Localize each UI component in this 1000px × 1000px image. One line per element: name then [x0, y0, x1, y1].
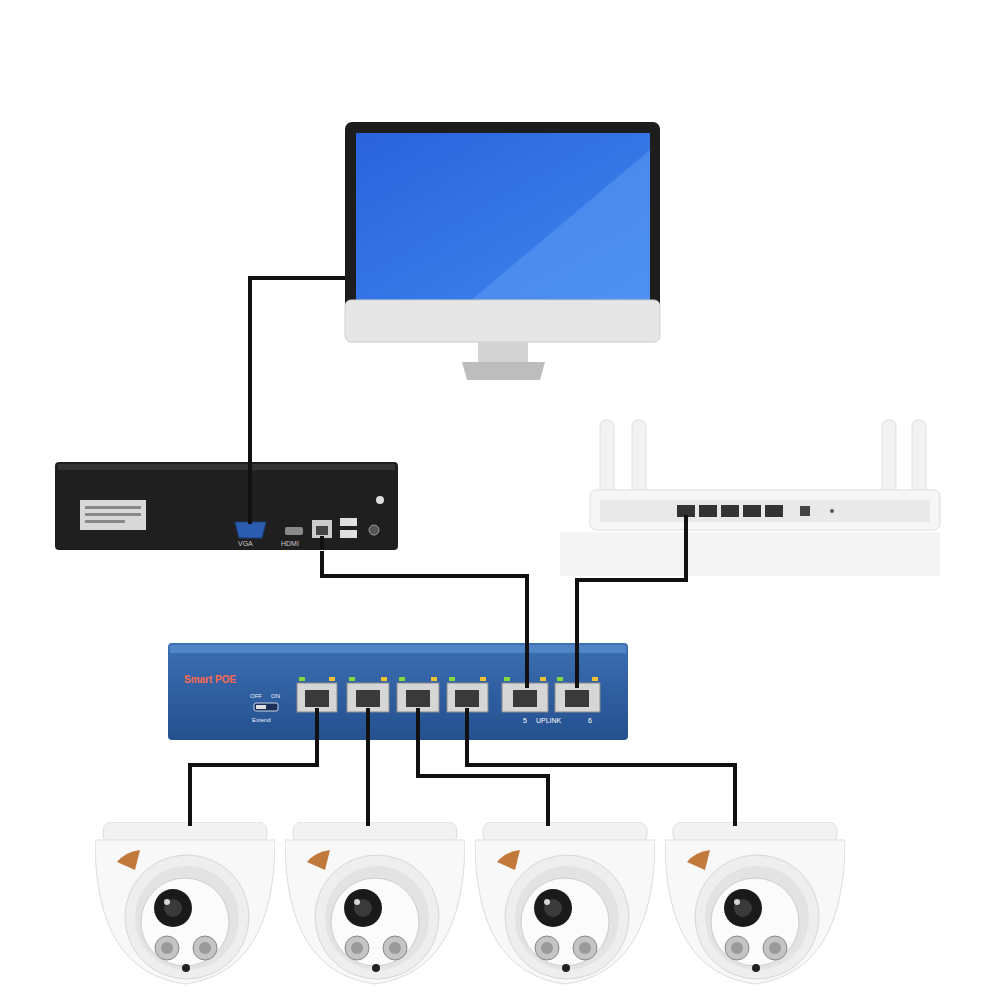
poe-switch-box: Smart POE OFF ON Extend 5 UPLINK 6: [168, 643, 628, 740]
router-shelf: [560, 532, 940, 576]
port-number: 5: [523, 717, 527, 725]
network-cable: [322, 551, 527, 643]
brand-label: Smart POE: [184, 674, 236, 685]
port-socket: [455, 690, 479, 707]
led: [504, 677, 510, 681]
led: [399, 677, 405, 681]
monitor-neck: [478, 342, 528, 364]
usb-port: [340, 530, 357, 538]
monitor: [345, 122, 660, 380]
uplink-cable-stub: [525, 643, 529, 688]
led: [540, 677, 546, 681]
led: [449, 677, 455, 681]
dome-camera: [95, 822, 275, 984]
power-jack: [369, 525, 379, 535]
vga-cable: [250, 278, 345, 524]
switch-body: [168, 643, 628, 740]
nvr-recorder-box: VGA HDMI: [55, 462, 398, 551]
camera-cable: [467, 708, 735, 826]
ground-screw: [376, 496, 384, 504]
port-socket: [565, 690, 589, 707]
hdmi-port: [285, 527, 303, 535]
lan-socket: [316, 526, 328, 535]
camera-cable: [366, 708, 370, 826]
sticker-line: [85, 506, 141, 509]
led: [557, 677, 563, 681]
extend-toggle: [254, 703, 278, 711]
led: [592, 677, 598, 681]
poe-port: [397, 683, 439, 712]
router-cable: [577, 515, 686, 688]
led: [329, 677, 335, 681]
router-port: [743, 505, 761, 517]
led: [480, 677, 486, 681]
port-socket: [356, 690, 380, 707]
cables: [190, 278, 735, 826]
lan-cable-stub: [320, 536, 324, 550]
router-port: [721, 505, 739, 517]
nvr-recorder: [55, 462, 398, 550]
router-body: [590, 490, 940, 530]
port-number: 6: [588, 717, 592, 725]
monitor-base: [462, 362, 545, 380]
vga-port: [235, 522, 266, 538]
dome-camera: [285, 822, 465, 984]
nvr-sticker: [80, 500, 146, 530]
port-label: VGA: [238, 540, 253, 548]
port-socket: [406, 690, 430, 707]
switch-label: OFF: [250, 693, 262, 700]
usb-port: [340, 518, 357, 526]
poe-port: [297, 683, 337, 712]
switch-label: ON: [271, 693, 280, 700]
dome-camera: [665, 822, 845, 984]
screen-glare: [470, 150, 650, 301]
router-back-panel: [600, 500, 930, 522]
led: [381, 677, 387, 681]
router: [560, 420, 940, 576]
nvr-top-edge: [58, 464, 395, 470]
led: [349, 677, 355, 681]
port-leds: [299, 677, 598, 681]
switch-top-edge: [170, 645, 626, 653]
router-port: [765, 505, 783, 517]
poe-port: [447, 683, 488, 712]
poe-ports: [297, 683, 600, 712]
camera-cable: [190, 708, 317, 826]
sticker-line: [85, 520, 125, 523]
led: [299, 677, 305, 681]
router-reset: [830, 509, 834, 513]
port-label: HDMI: [281, 540, 299, 548]
poe-switch: [168, 643, 628, 740]
nvr-body: [55, 462, 398, 550]
switch-label: Extend: [252, 717, 271, 724]
port-socket: [305, 690, 329, 707]
dome-camera: [475, 822, 655, 984]
monitor-screen: [356, 133, 650, 301]
router-port: [699, 505, 717, 517]
monitor-bezel: [345, 122, 660, 312]
toggle-knob: [256, 705, 266, 709]
poe-port: [347, 683, 389, 712]
led: [431, 677, 437, 681]
monitor-chin: [345, 300, 660, 342]
port-socket: [513, 690, 537, 707]
lan-port: [312, 520, 332, 538]
port-label: UPLINK: [536, 717, 561, 725]
sticker-line: [85, 513, 141, 516]
router-power: [800, 506, 810, 516]
